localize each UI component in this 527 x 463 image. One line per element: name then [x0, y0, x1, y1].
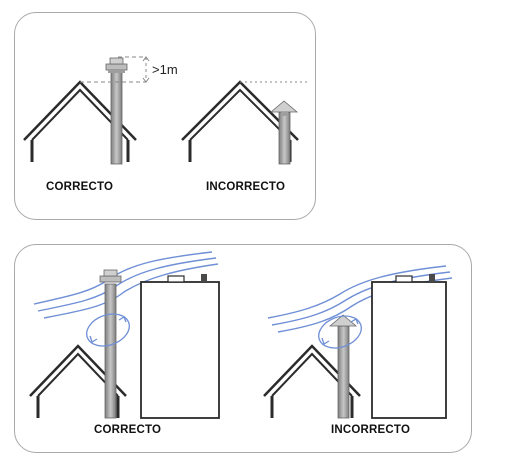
- bottom-incorrect-turbulence-arrow-icon: [318, 315, 362, 349]
- bottom-incorrect-chimney-icon: [328, 314, 358, 419]
- bottom-incorrect-label: INCORRECTO: [331, 424, 411, 436]
- top-correct-chimney-icon: [105, 57, 128, 165]
- top-correct-label: CORRECTO: [46, 181, 114, 193]
- bottom-correct-chimney-icon: [99, 269, 122, 419]
- top-incorrect-chimney-icon: [269, 100, 299, 165]
- bottom-correct-label: CORRECTO: [94, 424, 162, 436]
- height-note: >1m: [152, 62, 178, 77]
- top-incorrect-label: INCORRECTO: [206, 181, 286, 193]
- bottom-correct-building-icon: [140, 274, 220, 419]
- bottom-correct-turbulence-arrow-icon: [86, 313, 130, 347]
- bottom-incorrect-building-icon: [371, 274, 447, 419]
